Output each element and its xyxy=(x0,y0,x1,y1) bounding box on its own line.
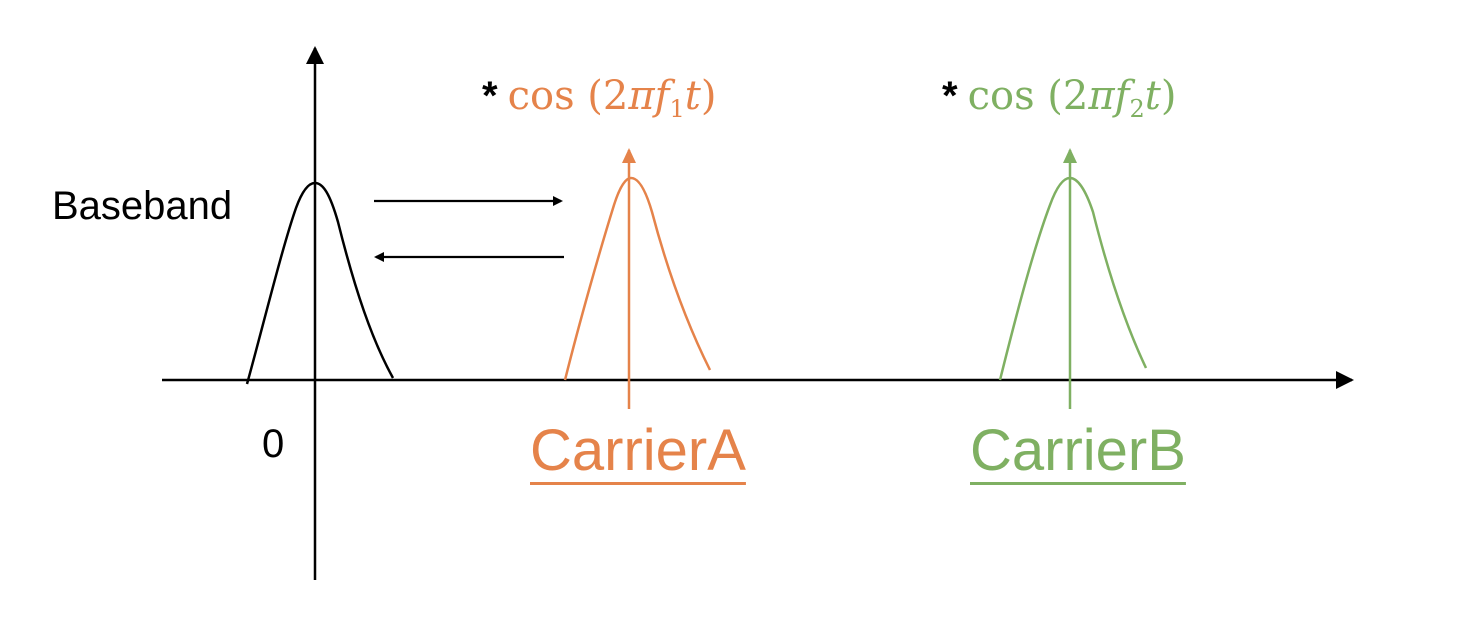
multiply-symbol: * xyxy=(942,74,958,118)
formula-f: f xyxy=(1114,73,1130,119)
carrier-a-formula: *cos (2πf1t) xyxy=(482,76,716,121)
carrier-a-spectrum-curve xyxy=(563,176,712,381)
carrier-b-spectrum-curve xyxy=(998,176,1148,381)
formula-prefix: cos (2 xyxy=(967,73,1089,119)
formula-subscript: 1 xyxy=(669,95,685,123)
formula-t: t xyxy=(684,73,701,119)
multiply-symbol: * xyxy=(482,74,498,118)
formula-close: ) xyxy=(1160,73,1177,119)
carrier-a-label: CarrierA xyxy=(530,418,746,483)
formula-pi: π xyxy=(628,73,655,119)
formula-t: t xyxy=(1144,73,1161,119)
origin-label: 0 xyxy=(262,422,285,466)
formula-f: f xyxy=(654,73,670,119)
carrier-b-formula: *cos (2πf2t) xyxy=(942,76,1176,121)
formula-subscript: 2 xyxy=(1129,95,1145,123)
baseband-label: Baseband xyxy=(52,184,233,228)
carrier-b-label: CarrierB xyxy=(970,418,1186,483)
baseband-spectrum-curve xyxy=(245,181,395,385)
formula-prefix: cos (2 xyxy=(507,73,629,119)
formula-pi: π xyxy=(1088,73,1115,119)
formula-close: ) xyxy=(700,73,717,119)
